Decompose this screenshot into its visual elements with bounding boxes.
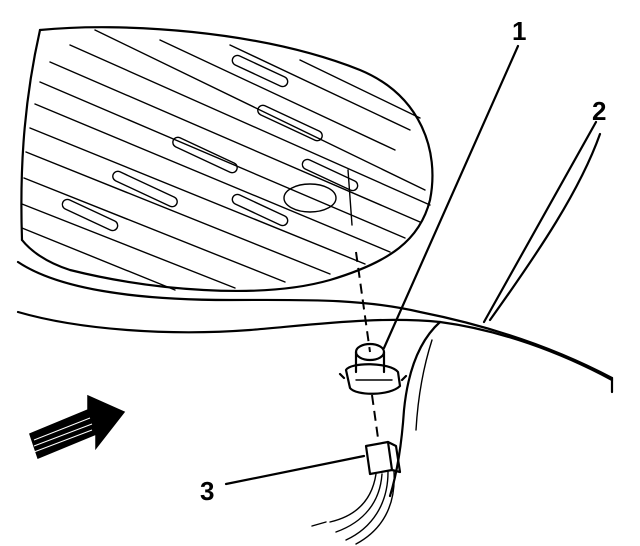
- bulb-socket: [338, 342, 408, 395]
- socket-opening: [283, 183, 337, 213]
- direction-arrow-icon: [29, 394, 126, 460]
- body-panel: [16, 132, 614, 498]
- callout-3: 3: [200, 476, 214, 506]
- grille-assembly: [20, 26, 434, 292]
- callout-1: 1: [512, 16, 526, 46]
- assembly-guide-line: [355, 251, 379, 439]
- grille-slots: [61, 54, 359, 232]
- leader-line-2: [482, 120, 598, 324]
- callout-2: 2: [592, 96, 606, 126]
- wiring-connector: [311, 440, 402, 545]
- leader-line-1: [382, 44, 520, 350]
- leader-line-3: [224, 454, 366, 486]
